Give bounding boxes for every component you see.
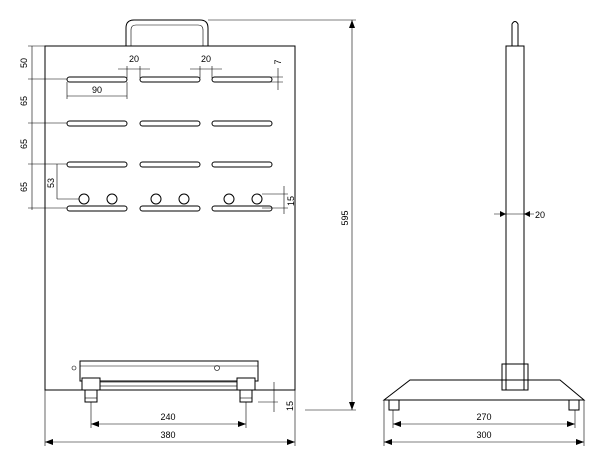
foot-height-dimension: 15 [258, 382, 295, 412]
dim-side-foot-spacing: 270 [476, 412, 491, 422]
dim-foot-height: 15 [285, 401, 295, 411]
slot-row-3 [66, 161, 273, 168]
front-plate [44, 45, 296, 391]
handle-side [511, 21, 519, 46]
slot [139, 205, 201, 212]
dim-foot-spacing: 240 [160, 412, 175, 422]
foot-right [236, 377, 256, 403]
pin [106, 193, 118, 205]
foot-left [81, 377, 101, 403]
dim-slot-pitch-3: 65 [19, 182, 29, 192]
slot [139, 76, 201, 83]
base-side [382, 379, 586, 401]
dim-pin-height: 15 [286, 196, 296, 206]
plate-side [505, 45, 525, 391]
dim-overall-height: 595 [340, 210, 350, 225]
slot [211, 76, 273, 83]
overall-height-dimension: 595 [208, 19, 356, 411]
slot-row-4 [66, 205, 273, 212]
pin [223, 193, 235, 205]
dim-top-margin: 50 [19, 58, 29, 68]
dim-slot-pitch-2: 65 [19, 139, 29, 149]
slot [66, 120, 128, 127]
foot-side-left [388, 399, 400, 411]
slot [66, 205, 128, 212]
slot [66, 76, 128, 83]
bracket-side [501, 363, 529, 391]
dim-slot-pitch-1: 65 [19, 96, 29, 106]
overall-width-dimension: 380 [44, 390, 296, 446]
slot-row-2 [66, 120, 273, 127]
front-view: 50 65 65 65 53 20 20 7 90 [19, 19, 356, 446]
slot [211, 120, 273, 127]
dim-slot-width: 7 [273, 59, 283, 64]
slot [211, 205, 273, 212]
gap-dimensions: 20 20 7 90 15 [66, 54, 296, 214]
slot [211, 161, 273, 168]
dim-overall-width: 380 [160, 430, 175, 440]
slot-row-1 [66, 76, 273, 83]
slot [139, 161, 201, 168]
carry-handle-inner [130, 24, 204, 46]
dim-gap-left: 20 [129, 54, 139, 64]
side-view: 20 270 300 [382, 21, 586, 446]
dim-side-overall-width: 300 [476, 430, 491, 440]
pin [178, 193, 190, 205]
foot-side-right [568, 399, 580, 411]
pin-row [78, 193, 263, 205]
dim-plate-thickness: 20 [535, 210, 545, 220]
left-dimension-chain: 50 65 65 65 53 [19, 45, 79, 210]
pin [150, 193, 162, 205]
dim-pin-row-offset: 53 [46, 178, 56, 188]
pin [251, 193, 263, 205]
dim-slot-length: 90 [92, 85, 102, 95]
slot [66, 161, 128, 168]
slot [139, 120, 201, 127]
pin [78, 193, 90, 205]
carry-handle [125, 19, 209, 46]
foot-spacing-dimension: 240 [90, 402, 247, 428]
dim-gap-right: 20 [201, 54, 211, 64]
